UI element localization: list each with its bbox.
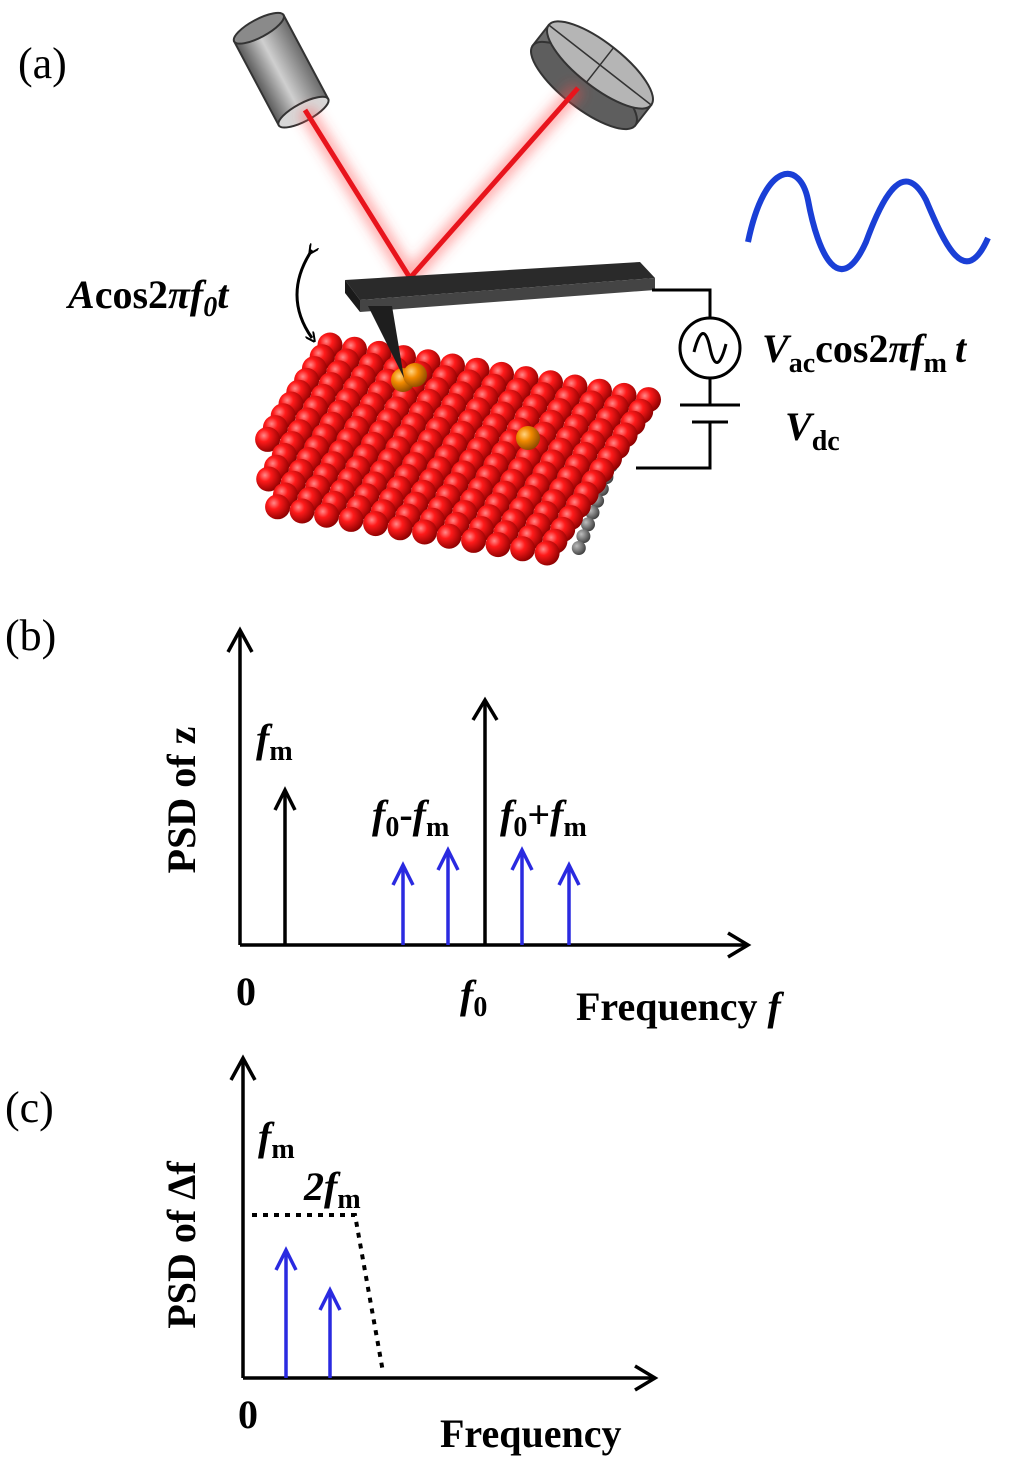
- b-label-f0-plus-fm: f0+fm: [500, 792, 587, 843]
- b-y-axis-arrowhead: [226, 626, 254, 653]
- oscillation-arrow: [295, 250, 312, 338]
- cantilever: [345, 262, 655, 378]
- c-x-axis-title: Frequency: [440, 1411, 621, 1456]
- surface-atom: [256, 466, 282, 492]
- substrate-atom: [581, 517, 595, 532]
- tip-motion-label: Acos2πf0t: [65, 272, 230, 323]
- surface-atom: [289, 498, 315, 524]
- b-peak-fm: [273, 786, 297, 945]
- b-sideband-upper-1: [510, 846, 534, 945]
- substrate-atom: [571, 541, 586, 555]
- b-peak-f0: [471, 696, 499, 945]
- c-label-fm: fm: [258, 1114, 295, 1165]
- panel-a-label: (a): [18, 39, 67, 88]
- b-sideband-lower-2: [391, 861, 415, 945]
- b-x-tick-zero: 0: [236, 969, 256, 1014]
- c-peak-fm: [274, 1246, 298, 1378]
- b-x-axis-title: Frequency f: [576, 984, 784, 1029]
- c-x-axis-arrowhead: [634, 1364, 659, 1392]
- c-x-tick-zero: 0: [238, 1392, 258, 1437]
- surface-atom: [363, 511, 389, 537]
- vdc-label: Vdc: [785, 404, 840, 457]
- panel-c: (c) PSD of Δf fm 2fm 0 Frequency: [5, 1054, 659, 1456]
- b-sideband-upper-2: [557, 861, 581, 945]
- bias-circuit: [636, 288, 742, 470]
- b-x-axis-arrowhead: [727, 931, 752, 959]
- c-label-2fm: 2fm: [303, 1164, 361, 1215]
- surface-atom: [265, 494, 291, 520]
- b-sideband-lower-1: [436, 846, 460, 945]
- laser-beam: [298, 82, 584, 292]
- c-peaks: [274, 1246, 342, 1378]
- panel-b-label: (b): [5, 611, 56, 660]
- surface-atom: [461, 527, 487, 553]
- b-x-tick-f0: f0: [460, 972, 487, 1023]
- c-y-axis-title: PSD of Δf: [159, 1161, 204, 1329]
- sample-surface: [255, 332, 661, 566]
- c-peak-2fm: [318, 1286, 342, 1378]
- adatoms: [391, 363, 540, 450]
- b-sidebands: [391, 846, 581, 945]
- b-y-axis-title: PSD of z: [159, 727, 204, 874]
- surface-atom: [485, 532, 511, 558]
- surface-atom: [387, 515, 413, 541]
- c-y-axis-arrowhead: [229, 1054, 257, 1081]
- surface-atom: [412, 519, 438, 545]
- photodetector: [530, 20, 654, 131]
- surface-atom: [338, 506, 364, 532]
- panel-a: (a): [18, 11, 991, 566]
- surface-atom: [534, 540, 560, 566]
- surface-atom: [510, 536, 536, 562]
- surface-atom: [436, 523, 462, 549]
- ac-sine-wave: [745, 170, 991, 272]
- surface-atom: [255, 426, 281, 452]
- substrate-atom: [576, 529, 591, 544]
- b-label-fm: fm: [256, 716, 293, 767]
- panel-c-label: (c): [5, 1083, 54, 1132]
- c-lowpass-filter-line: [252, 1213, 385, 1373]
- surface-atom: [314, 502, 340, 528]
- b-label-f0-minus-fm: f0-fm: [372, 792, 449, 843]
- panel-b: (b) PSD of z fm f0-fm: [5, 611, 784, 1029]
